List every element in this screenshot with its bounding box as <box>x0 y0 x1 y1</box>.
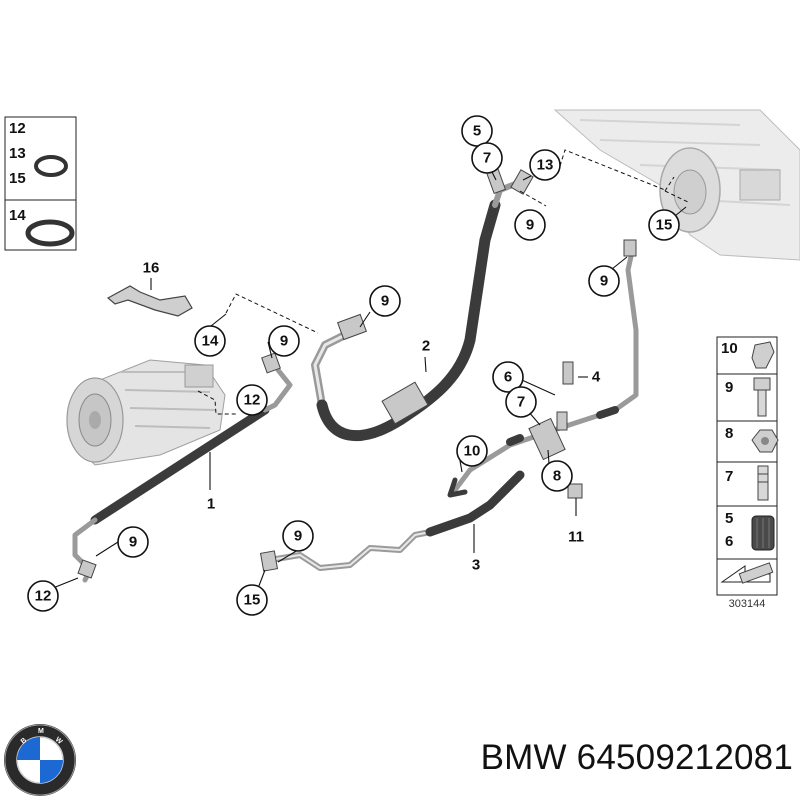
callout-10: 10 <box>456 435 488 467</box>
legend-label-13: 13 <box>9 145 26 162</box>
pipe-2 <box>311 167 534 441</box>
legend-label-14: 14 <box>9 207 26 224</box>
callout-5: 5 <box>461 115 493 147</box>
callout-9: 9 <box>268 325 300 357</box>
pipe-3 <box>259 470 525 572</box>
ac-compressor <box>66 359 226 466</box>
callout-15: 15 <box>236 584 268 616</box>
cap-icon <box>751 515 775 551</box>
legend-label-6: 6 <box>725 533 733 550</box>
pipe-1 <box>72 352 293 583</box>
callout-7: 7 <box>505 386 537 418</box>
dashed-leader <box>664 176 691 204</box>
callout-16: 16 <box>143 260 160 277</box>
callout-9: 9 <box>117 526 149 558</box>
dashed-leader <box>197 390 236 415</box>
callout-14: 14 <box>194 325 226 357</box>
callout-9: 9 <box>514 209 546 241</box>
dashed-leader <box>519 190 547 207</box>
dashed-leader <box>225 293 319 334</box>
large-o-ring-icon <box>25 219 75 247</box>
legend-label-12: 12 <box>9 120 26 137</box>
svg-text:W: W <box>54 736 64 746</box>
evaporator-housing <box>553 109 800 261</box>
svg-text:M: M <box>38 728 44 735</box>
orientation-arrow-icon <box>720 562 774 584</box>
legend-label-15: 15 <box>9 170 26 187</box>
callout-9: 9 <box>282 520 314 552</box>
callout-1: 1 <box>207 496 215 513</box>
bracket-part <box>106 285 193 317</box>
valve-core-icon <box>757 465 769 501</box>
svg-text:12: 12 <box>35 588 52 605</box>
callout-11: 11 <box>568 529 584 546</box>
callout-12: 12 <box>236 384 268 416</box>
svg-text:9: 9 <box>381 293 389 310</box>
svg-text:14: 14 <box>202 333 219 350</box>
svg-text:7: 7 <box>483 150 491 167</box>
part-number-caption: BMW 64509212081 <box>480 738 793 777</box>
legend-label-7: 7 <box>725 468 733 485</box>
svg-text:5: 5 <box>473 123 481 140</box>
callout-12: 12 <box>27 580 59 612</box>
svg-text:9: 9 <box>294 528 302 545</box>
svg-text:9: 9 <box>526 217 534 234</box>
svg-text:6: 6 <box>504 369 512 386</box>
callout-4: 4 <box>592 369 601 386</box>
legend-label-9: 9 <box>725 379 733 396</box>
svg-text:13: 13 <box>537 157 554 174</box>
figure-number: 303144 <box>729 598 766 610</box>
svg-text:9: 9 <box>129 534 137 551</box>
callout-2: 2 <box>422 338 430 355</box>
legend-label-8: 8 <box>725 425 733 442</box>
callout-15: 15 <box>648 209 680 241</box>
ring-legend: 12 13 15 14 <box>4 116 77 251</box>
callout-9: 9 <box>588 265 620 297</box>
dashed-leader <box>559 149 666 191</box>
clip-icon <box>751 341 775 369</box>
bolt-icon <box>753 377 771 417</box>
callout-13: 13 <box>529 149 561 181</box>
legend-label-10: 10 <box>721 340 738 357</box>
nut-icon <box>751 429 779 453</box>
callout-9: 9 <box>369 285 401 317</box>
svg-text:9: 9 <box>600 273 608 290</box>
svg-text:9: 9 <box>280 333 288 350</box>
bmw-logo: B M W <box>4 724 76 796</box>
callout-3: 3 <box>472 557 480 574</box>
callout-7: 7 <box>471 142 503 174</box>
svg-text:15: 15 <box>656 217 673 234</box>
parts-legend-strip: 10 9 8 7 5 6 <box>716 336 779 596</box>
callout-8: 8 <box>541 460 573 492</box>
svg-text:8: 8 <box>553 468 561 485</box>
svg-text:15: 15 <box>244 592 261 609</box>
small-o-ring-icon <box>34 155 68 177</box>
pipe-right <box>447 239 639 499</box>
svg-text:12: 12 <box>244 392 261 409</box>
callout-6: 6 <box>492 361 524 393</box>
legend-label-5: 5 <box>725 510 733 527</box>
svg-text:B: B <box>20 737 28 746</box>
svg-text:10: 10 <box>464 443 481 460</box>
svg-text:7: 7 <box>517 394 525 411</box>
